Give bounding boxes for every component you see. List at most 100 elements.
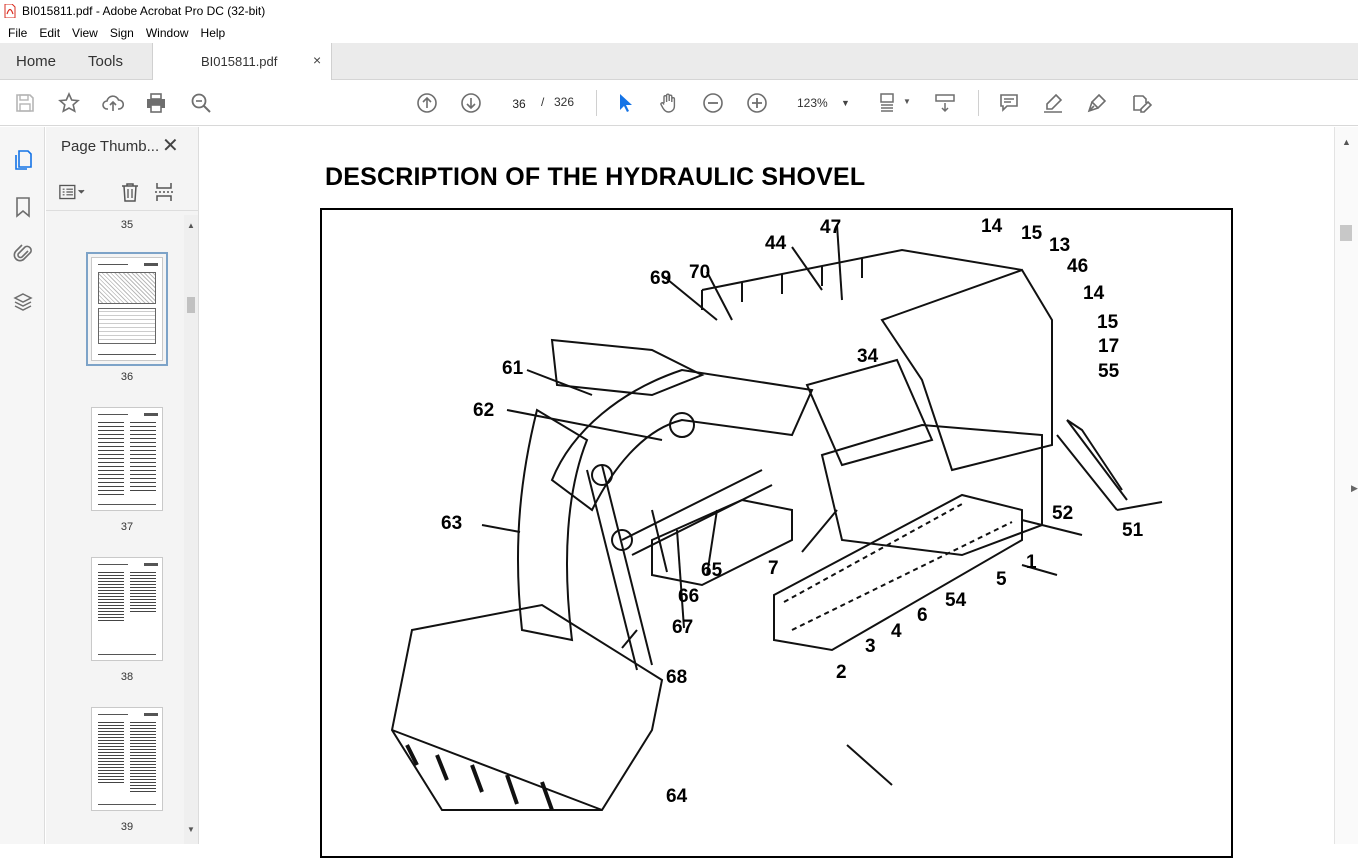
- panel-close-icon[interactable]: ✕: [162, 135, 179, 157]
- stairway: [1056, 419, 1128, 511]
- page-total: 326: [554, 95, 575, 109]
- page-thumbnails-icon: [15, 150, 32, 170]
- select-tool-button[interactable]: [612, 90, 638, 116]
- page-thumbnails-nav[interactable]: [10, 147, 36, 173]
- document-view[interactable]: DESCRIPTION OF THE HYDRAULIC SHOVEL: [200, 127, 1334, 858]
- thumbnail-image: [91, 407, 163, 511]
- expand-right-panel-icon[interactable]: ▶: [1351, 483, 1358, 493]
- boom-cylinders: [621, 469, 773, 556]
- callout-1: 1: [1026, 552, 1037, 573]
- callout-62: 62: [473, 400, 495, 421]
- bookmark-star-button[interactable]: [56, 90, 82, 116]
- callout-54: 54: [945, 590, 967, 611]
- zoom-search-icon: [191, 93, 211, 113]
- sign-button[interactable]: [1084, 90, 1110, 116]
- print-button[interactable]: [143, 90, 169, 116]
- callout-15: 15: [1021, 223, 1043, 244]
- document-scroll-handle[interactable]: [1340, 225, 1352, 241]
- menu-view[interactable]: View: [72, 25, 98, 40]
- thumbnail-options-button[interactable]: [58, 179, 86, 205]
- thumbnail-scrollbar[interactable]: ▲ ▼: [184, 215, 198, 844]
- tab-document-label: BI015811.pdf: [201, 54, 278, 69]
- thumb-text-block: [98, 722, 124, 784]
- thumb-logo: [144, 563, 158, 566]
- previous-page-button[interactable]: [414, 90, 440, 116]
- callout-4: 4: [891, 621, 902, 642]
- callout-7: 7: [768, 558, 779, 579]
- cloud-upload-icon: [102, 95, 124, 111]
- callout-17: 17: [1098, 336, 1120, 357]
- callout-46: 46: [1067, 256, 1089, 277]
- callout-3: 3: [865, 636, 876, 657]
- cursor-arrow-icon: [620, 94, 632, 112]
- menu-bar: File Edit View Sign Window Help: [0, 22, 1358, 43]
- document-scrollbar[interactable]: ▲ ▶: [1334, 127, 1358, 844]
- menu-edit[interactable]: Edit: [39, 25, 61, 40]
- toolbar-divider: [978, 90, 979, 116]
- menu-help[interactable]: Help: [200, 25, 226, 40]
- thumb-figure: [98, 308, 156, 344]
- fountain-pen-icon: [1087, 93, 1107, 113]
- callout-66: 66: [678, 586, 700, 607]
- thumb-logo: [144, 413, 158, 416]
- thumb-text-block: [130, 722, 156, 792]
- thumbnail-image: [86, 252, 168, 366]
- callout-70: 70: [689, 262, 711, 283]
- thumb-text-block: [130, 572, 156, 612]
- attachments-nav[interactable]: [10, 240, 36, 266]
- tab-document[interactable]: BI015811.pdf ×: [152, 43, 332, 80]
- thumb-text-line: [98, 714, 128, 715]
- tab-close-icon[interactable]: ×: [313, 52, 322, 68]
- find-button[interactable]: [188, 90, 214, 116]
- thumbnail-image: [91, 707, 163, 811]
- callout-14b: 14: [1083, 283, 1105, 304]
- zoom-in-button[interactable]: [744, 90, 770, 116]
- scroll-down-icon[interactable]: ▼: [187, 825, 195, 834]
- bucket-teeth: [405, 744, 554, 811]
- comment-icon: [1000, 94, 1018, 112]
- zoom-level-value: 123%: [797, 96, 828, 110]
- menu-sign[interactable]: Sign: [109, 25, 134, 40]
- window-title: BI015811.pdf - Adobe Acrobat Pro DC (32-…: [22, 4, 266, 18]
- zoom-level-select[interactable]: 123% ▼: [789, 91, 855, 115]
- callout-55: 55: [1098, 361, 1120, 382]
- thumb-text-block: [98, 422, 124, 498]
- scroll-mode-button[interactable]: [932, 90, 958, 116]
- left-navigation-rail: [0, 127, 45, 844]
- delete-pages-button[interactable]: [116, 179, 144, 205]
- next-page-button[interactable]: [458, 90, 484, 116]
- options-list-icon: [59, 184, 85, 200]
- callout-65: 65: [701, 560, 723, 581]
- highlight-button[interactable]: [1040, 90, 1066, 116]
- upload-button[interactable]: [100, 90, 126, 116]
- zoom-out-button[interactable]: [700, 90, 726, 116]
- thumbnail-page-number: 38: [120, 671, 134, 683]
- tab-home[interactable]: Home: [16, 53, 57, 70]
- fit-dropdown-icon[interactable]: ▼: [903, 97, 911, 106]
- callout-68: 68: [666, 667, 688, 688]
- menu-file[interactable]: File: [8, 25, 28, 40]
- layers-nav[interactable]: [10, 289, 36, 315]
- scroll-up-icon[interactable]: ▲: [187, 221, 195, 230]
- cab: [805, 358, 934, 467]
- tab-tools[interactable]: Tools: [88, 53, 124, 70]
- boom-arm: [550, 338, 705, 397]
- toolbar-divider: [596, 90, 597, 116]
- save-button[interactable]: [12, 90, 38, 116]
- edit-pdf-button[interactable]: [1128, 90, 1154, 116]
- comment-button[interactable]: [996, 90, 1022, 116]
- callout-63: 63: [441, 513, 463, 534]
- thumb-rule: [98, 804, 156, 805]
- menu-window[interactable]: Window: [145, 25, 189, 40]
- callout-69: 69: [650, 268, 672, 289]
- fit-page-button[interactable]: [876, 90, 902, 116]
- thumbnail-page-number: 35: [120, 219, 134, 231]
- page-number-input[interactable]: 36: [500, 91, 538, 115]
- page-thumbnails-panel: Page Thumb... ✕ 35 36: [46, 127, 199, 844]
- thumbnail-scroll-handle[interactable]: [187, 297, 195, 313]
- hand-tool-button[interactable]: [656, 90, 682, 116]
- bookmarks-nav[interactable]: [10, 194, 36, 220]
- extract-pages-button[interactable]: [150, 179, 178, 205]
- save-icon: [16, 94, 34, 112]
- scroll-up-icon[interactable]: ▲: [1342, 137, 1351, 147]
